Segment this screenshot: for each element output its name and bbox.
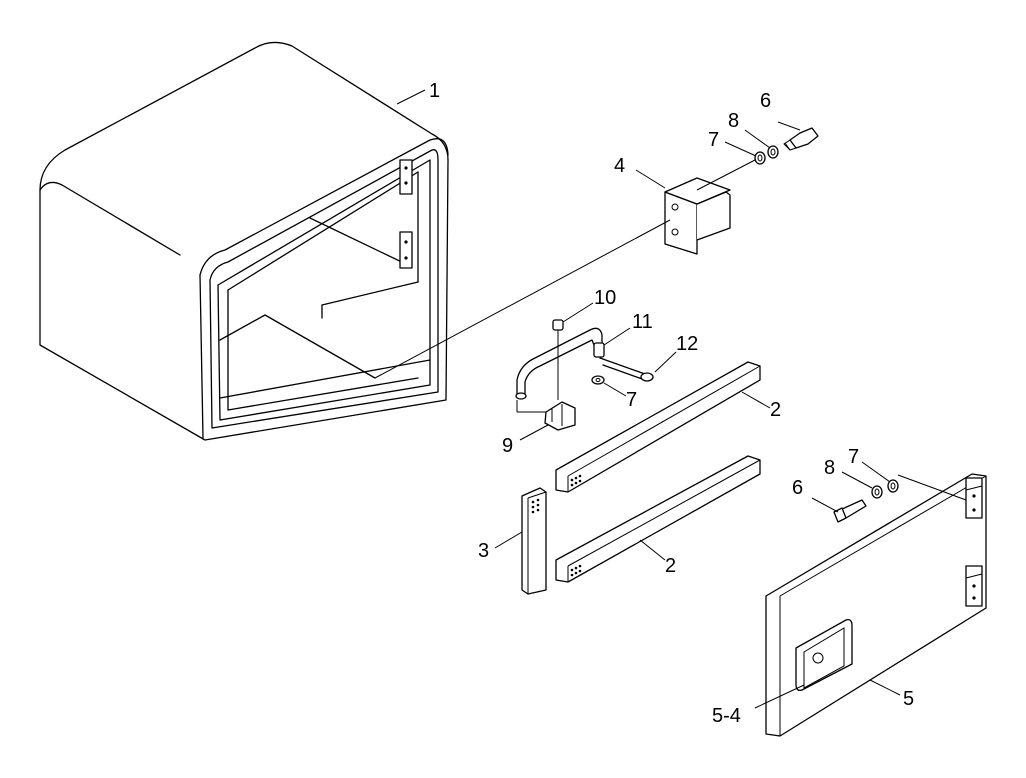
handle-rod [515, 302, 631, 412]
bolt-lower [811, 497, 867, 523]
washer-7-lower [861, 461, 899, 493]
label-part-7-middle: 7 [626, 389, 637, 411]
label-part-8-upper: 8 [728, 110, 739, 132]
vertical-strip [494, 487, 547, 595]
label-part-11: 11 [632, 311, 653, 333]
door-panel [765, 473, 987, 737]
spring-pin [591, 351, 677, 397]
label-part-12: 12 [676, 333, 698, 355]
label-part-4: 4 [614, 155, 625, 177]
label-part-6-lower: 6 [792, 477, 803, 499]
rail-upper [555, 361, 771, 493]
label-part-10: 10 [594, 287, 616, 309]
bolt-upper [777, 121, 819, 151]
label-part-7-upper: 7 [708, 129, 719, 151]
label-part-5-4: 5-4 [712, 705, 741, 727]
washer-8-lower [841, 471, 883, 499]
label-part-2-lower: 2 [665, 555, 676, 577]
label-part-2-upper: 2 [770, 399, 781, 421]
label-part-8-lower: 8 [824, 457, 835, 479]
door-lock-recess [754, 618, 853, 709]
label-part-5: 5 [903, 688, 914, 710]
safe-body [39, 41, 449, 441]
washer-7-upper [724, 141, 766, 165]
bracket [374, 159, 756, 379]
rail-lower [555, 455, 761, 583]
latch [517, 401, 576, 441]
washer-8-upper [744, 129, 779, 159]
label-part-6-upper: 6 [760, 90, 771, 112]
label-part-1: 1 [429, 80, 440, 102]
label-part-9: 9 [502, 435, 513, 457]
label-part-7-lower: 7 [848, 446, 859, 468]
label-part-3: 3 [478, 540, 489, 562]
